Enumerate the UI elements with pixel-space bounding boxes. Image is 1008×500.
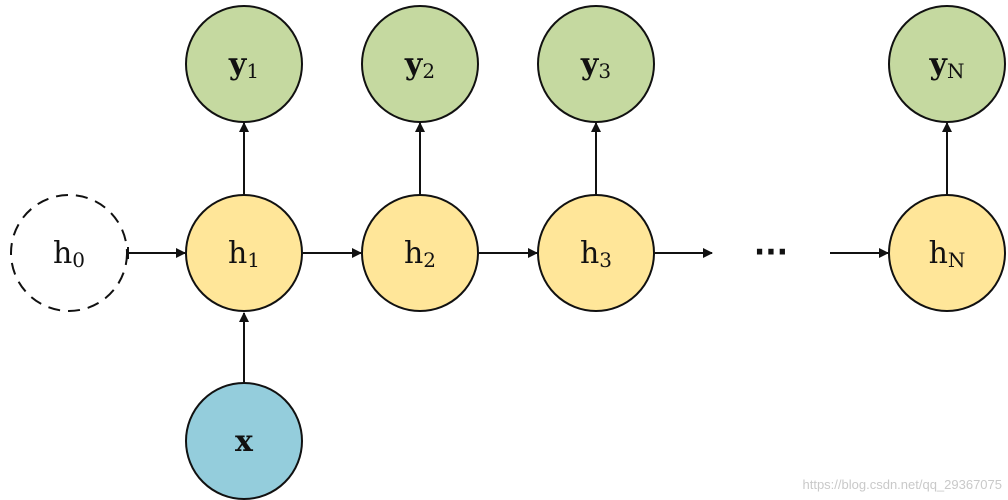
- node-yN-sub: N: [947, 59, 965, 83]
- node-h0: h0: [10, 194, 128, 312]
- svg-text:h0: h0: [53, 236, 85, 272]
- svg-text:y2: y2: [404, 47, 435, 83]
- node-h3-sub: 3: [599, 248, 612, 272]
- node-h1-sub: 1: [247, 248, 260, 272]
- hidden-nodes: h0 h1 h2 h3 hN: [10, 194, 1006, 312]
- node-h1: h1: [185, 194, 303, 312]
- node-h3-circle: [537, 194, 655, 312]
- node-yN-main: y: [929, 47, 949, 82]
- node-h3-main: h: [580, 236, 599, 271]
- node-y1: y1: [185, 5, 303, 123]
- svg-text:h1: h1: [228, 236, 260, 272]
- node-y3-main: y: [580, 47, 600, 82]
- node-x: x: [185, 382, 303, 500]
- node-h2-main: h: [404, 236, 423, 271]
- node-y1-circle: [185, 5, 303, 123]
- node-h0-sub: 0: [72, 248, 85, 272]
- node-y3: y3: [537, 5, 655, 123]
- node-y2-circle: [361, 5, 479, 123]
- watermark: https://blog.csdn.net/qq_29367075: [802, 477, 1003, 492]
- edges: [127, 122, 952, 383]
- output-nodes: y1 y2 y3 yN: [185, 5, 1006, 123]
- node-h1-main: h: [228, 236, 247, 271]
- svg-text:hN: hN: [929, 236, 966, 272]
- svg-text:yN: yN: [929, 47, 965, 83]
- ellipsis: ···: [754, 235, 788, 270]
- node-h3: h3: [537, 194, 655, 312]
- node-h2: h2: [361, 194, 479, 312]
- node-hN-main: h: [929, 236, 948, 271]
- node-yN: yN: [888, 5, 1006, 123]
- node-y2-sub: 2: [422, 59, 435, 83]
- node-x-circle: [185, 382, 303, 500]
- node-hN: hN: [888, 194, 1006, 312]
- node-y1-main: y: [228, 47, 248, 82]
- node-y3-circle: [537, 5, 655, 123]
- node-hN-sub: N: [948, 248, 966, 272]
- svg-text:y3: y3: [580, 47, 611, 83]
- node-y1-sub: 1: [246, 59, 259, 83]
- node-h0-circle: [10, 194, 128, 312]
- node-x-main: x: [235, 424, 254, 459]
- node-h1-circle: [185, 194, 303, 312]
- node-h0-main: h: [53, 236, 72, 271]
- svg-text:h3: h3: [580, 236, 612, 272]
- node-y2: y2: [361, 5, 479, 123]
- svg-text:h2: h2: [404, 236, 436, 272]
- node-hN-circle: [888, 194, 1006, 312]
- node-y2-main: y: [404, 47, 424, 82]
- svg-text:y1: y1: [228, 47, 259, 83]
- svg-text:x: x: [235, 424, 254, 459]
- node-y3-sub: 3: [598, 59, 611, 83]
- node-yN-circle: [888, 5, 1006, 123]
- node-h2-circle: [361, 194, 479, 312]
- node-h2-sub: 2: [423, 248, 436, 272]
